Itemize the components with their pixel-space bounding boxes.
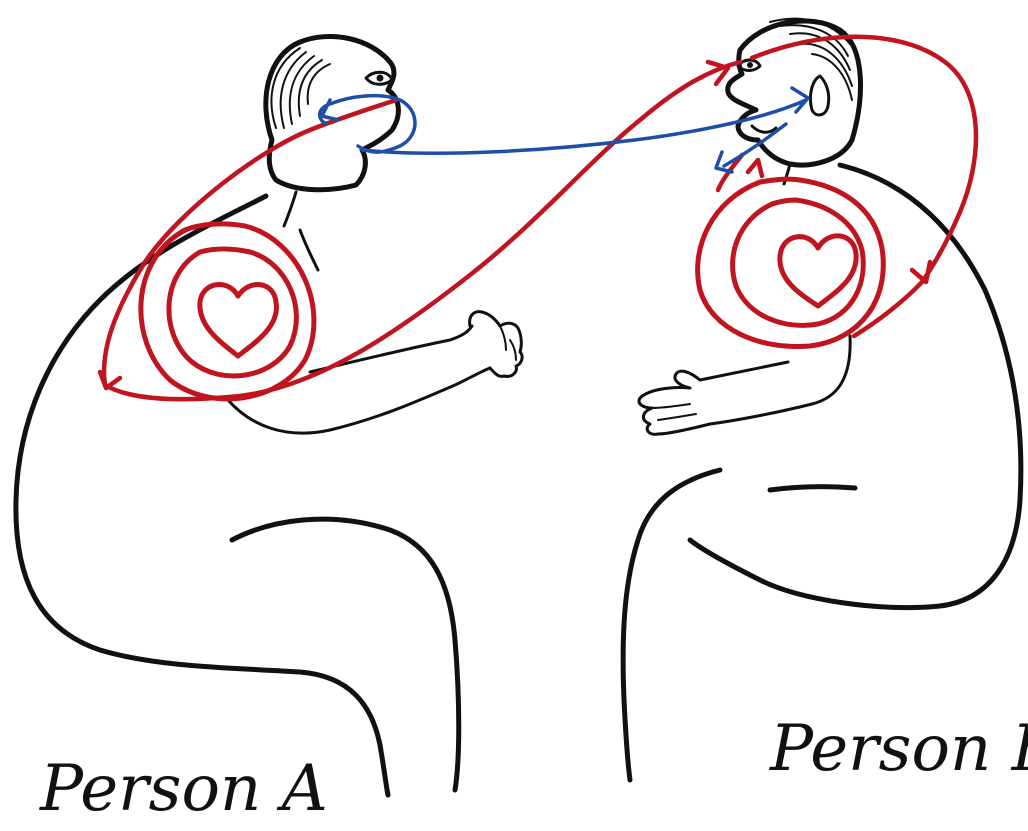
person-a-arm: [228, 368, 490, 433]
person-b-heart-spiral: [698, 179, 884, 346]
person-a-label: Person A: [39, 752, 328, 826]
person-a-lap: [232, 519, 459, 790]
person-a-body: [16, 196, 388, 795]
arrowhead-icon: [912, 262, 930, 282]
person-a-hand: [470, 312, 522, 377]
arrowhead-icon: [792, 88, 808, 112]
person-b-arm: [710, 336, 850, 424]
person-b-label: Person B: [769, 712, 1028, 786]
person-b-lap: [623, 470, 720, 780]
ear-icon: [810, 76, 828, 115]
mouth-icon: [752, 126, 776, 132]
arrowhead-icon: [100, 372, 120, 388]
eye-icon: [366, 72, 392, 84]
heart-icon: [780, 236, 856, 306]
person-a-neck: [284, 192, 296, 226]
heart-icon: [200, 285, 277, 356]
arrowhead-icon: [748, 160, 762, 176]
person-b-hand: [639, 371, 710, 434]
